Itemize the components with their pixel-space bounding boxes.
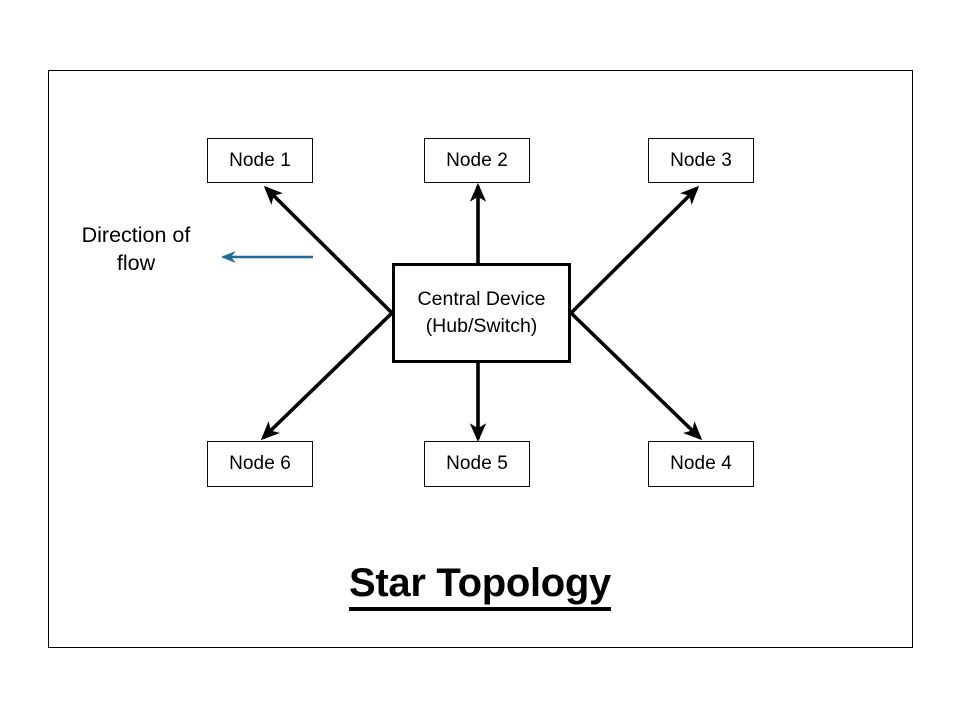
edge-hub-to-node3: [569, 185, 700, 315]
node-label: Node 5: [446, 453, 508, 474]
page-title-text: Star Topology: [348, 561, 611, 611]
node-label: Node 6: [229, 453, 291, 474]
page-title: Star Topology: [0, 561, 960, 611]
node-box-node-6[interactable]: Node 6: [207, 441, 313, 487]
node-label: Node 2: [446, 149, 508, 171]
node-box-node-1[interactable]: Node 1: [207, 138, 313, 183]
central-device-box[interactable]: Central Device (Hub/Switch): [392, 263, 571, 363]
node-box-node-3[interactable]: Node 3: [648, 138, 754, 183]
edge-hub-to-node6: [260, 311, 394, 441]
edge-hub-to-node4: [569, 311, 703, 441]
edge-hub-to-node1: [263, 185, 394, 315]
direction-of-flow-label: Direction of flow: [52, 222, 220, 277]
node-label: Node 1: [229, 149, 291, 171]
node-box-node-2[interactable]: Node 2: [424, 138, 530, 183]
direction-of-flow-line2: flow: [116, 250, 156, 275]
central-device-line2: (Hub/Switch): [425, 315, 538, 337]
direction-of-flow-line1: Direction of: [81, 223, 191, 247]
central-device-line1: Central Device: [417, 288, 546, 311]
node-label: Node 3: [670, 149, 732, 171]
node-box-node-4[interactable]: Node 4: [648, 441, 754, 487]
node-box-node-5[interactable]: Node 5: [424, 441, 530, 487]
node-label: Node 4: [670, 453, 732, 474]
